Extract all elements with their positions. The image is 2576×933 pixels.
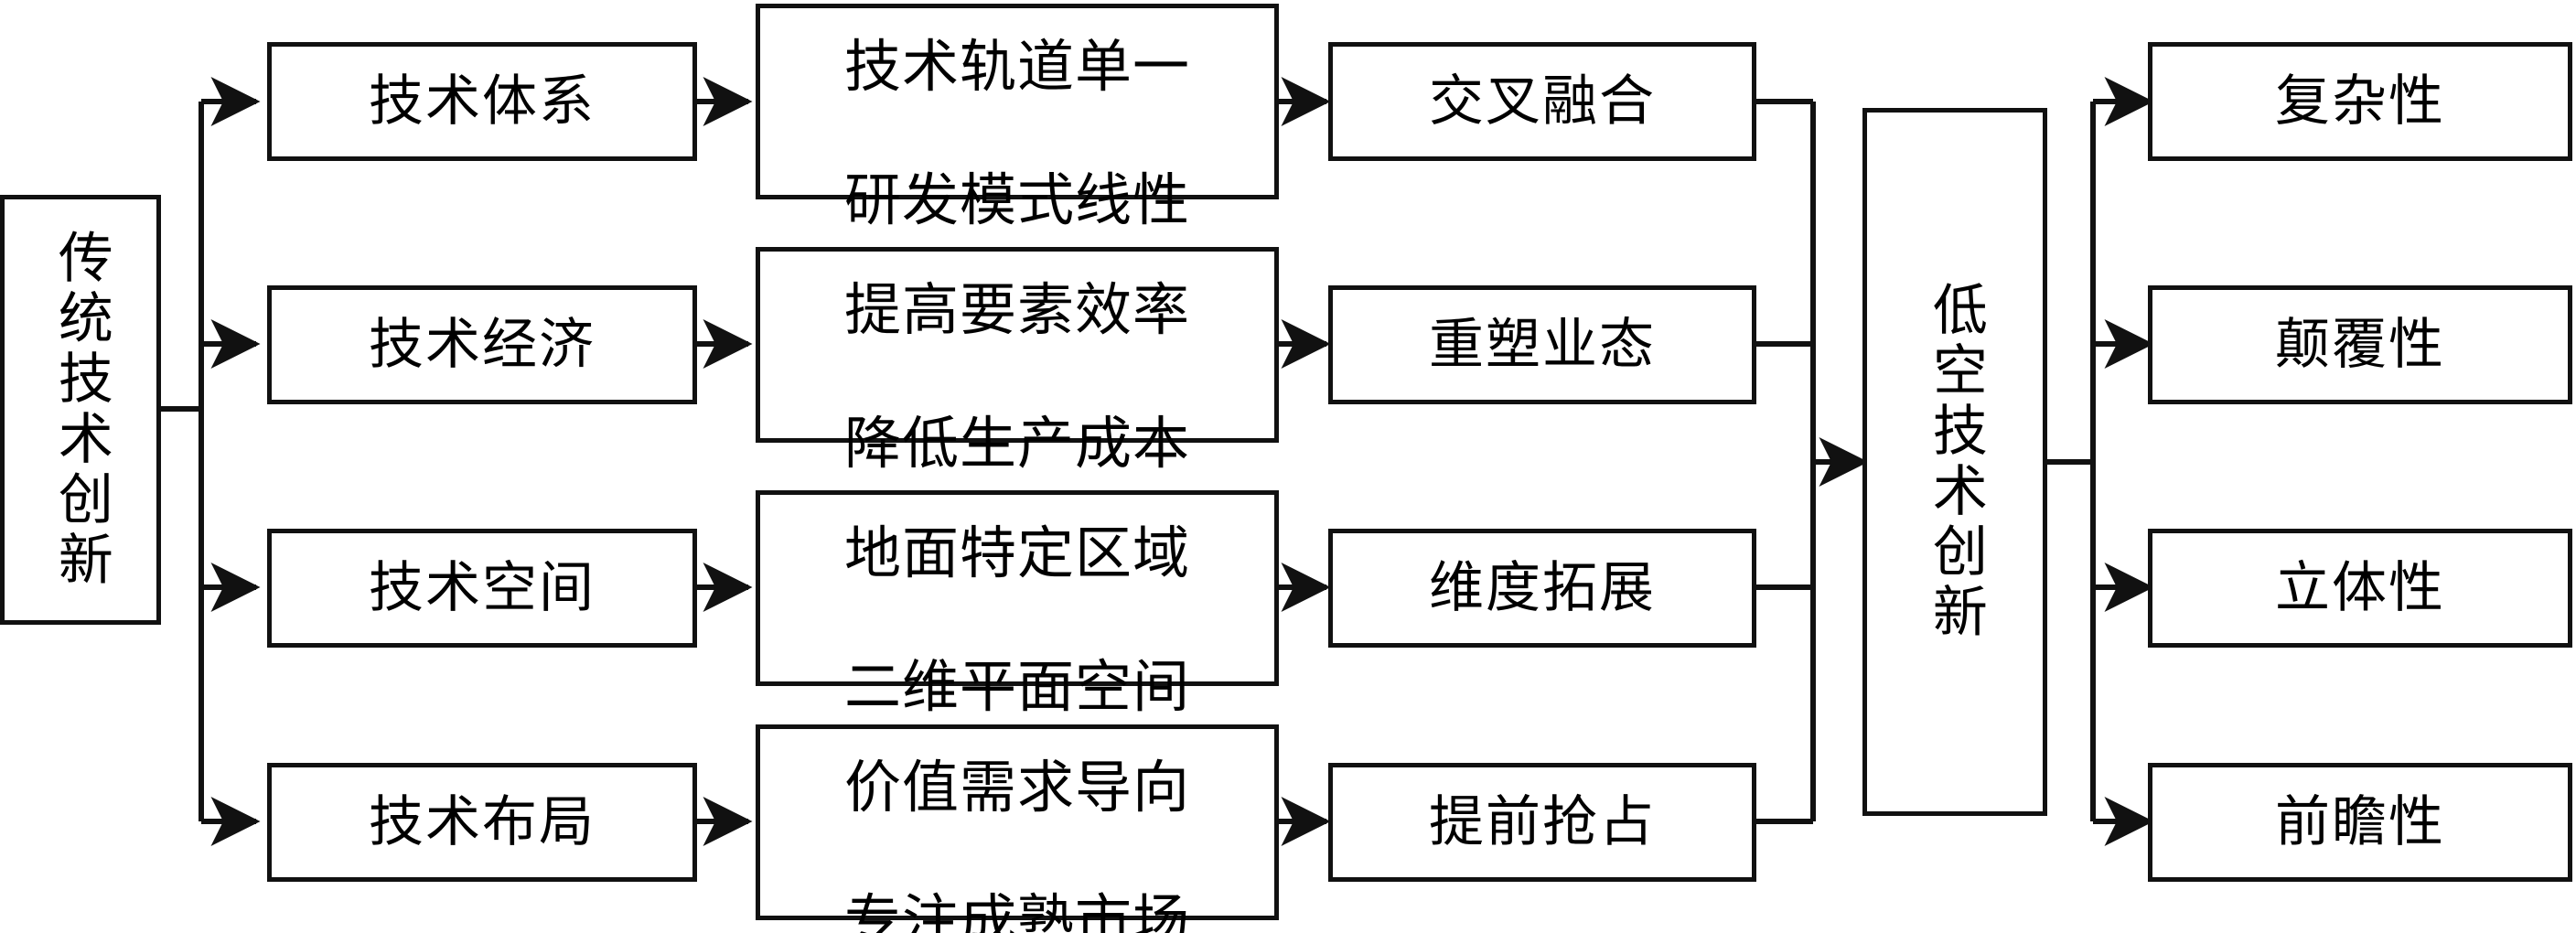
node-attribute-2-label: 颠覆性 [2275,314,2445,375]
node-dimension-4[interactable]: 技术布局 [267,763,697,882]
node-description-1-label: 技术轨道单一 研发模式线性 [844,0,1190,235]
node-description-4-line2: 专注成熟市场 [843,891,1190,933]
node-effect-2[interactable]: 重塑业态 [1328,285,1756,404]
hub-fanout [2047,77,2154,846]
node-effect-4[interactable]: 提前抢占 [1328,763,1756,882]
node-hub[interactable]: 低空技术创新 [1862,108,2047,816]
node-attribute-3-label: 立体性 [2275,557,2445,618]
node-description-3-label: 地面特定区域 二维平面空间 [844,455,1190,723]
node-description-3[interactable]: 地面特定区域 二维平面空间 [756,490,1279,719]
node-dimension-1-label: 技术体系 [369,70,596,132]
node-attribute-3[interactable]: 立体性 [2148,529,2572,648]
node-dimension-3[interactable]: 技术空间 [267,529,697,648]
node-attribute-1-label: 复杂性 [2275,70,2445,132]
effect-merge [1756,99,1869,824]
node-attribute-2[interactable]: 颠覆性 [2148,285,2572,404]
node-dimension-1[interactable]: 技术体系 [267,42,697,161]
node-hub-label: 低空技术创新 [1925,281,1986,643]
node-description-4-line1: 价值需求导向 [843,756,1190,820]
node-dimension-4-label: 技术布局 [369,791,596,853]
node-source-label: 传统技术创新 [50,229,112,591]
node-description-2-line2: 降低生产成本 [843,413,1190,477]
node-description-2-line1: 提高要素效率 [843,279,1190,342]
node-effect-3-label: 维度拓展 [1429,557,1656,618]
node-effect-4-label: 提前抢占 [1429,791,1656,853]
source-fanout [160,77,261,846]
node-effect-2-label: 重塑业态 [1429,314,1656,375]
node-description-2-label: 提高要素效率 降低生产成本 [844,211,1190,479]
node-description-1[interactable]: 技术轨道单一 研发模式线性 [756,4,1279,232]
node-dimension-3-label: 技术空间 [369,557,596,618]
node-effect-1-label: 交叉融合 [1429,70,1656,132]
node-attribute-1[interactable]: 复杂性 [2148,42,2572,161]
node-description-2[interactable]: 提高要素效率 降低生产成本 [756,247,1279,476]
node-description-1-line1: 技术轨道单一 [843,36,1190,99]
dimension-to-description-arrows [697,77,753,846]
node-description-3-line2: 二维平面空间 [843,657,1190,720]
node-description-4-label: 价值需求导向 专注成熟市场 [844,689,1190,933]
description-to-effect-arrows [1278,77,1331,846]
node-source[interactable]: 传统技术创新 [0,195,161,625]
node-effect-1[interactable]: 交叉融合 [1328,42,1756,161]
node-attribute-4-label: 前瞻性 [2275,791,2445,853]
node-dimension-2-label: 技术经济 [369,314,596,375]
node-dimension-2[interactable]: 技术经济 [267,285,697,404]
node-effect-3[interactable]: 维度拓展 [1328,529,1756,648]
node-attribute-4[interactable]: 前瞻性 [2148,763,2572,882]
node-description-4[interactable]: 价值需求导向 专注成熟市场 [756,724,1279,933]
node-description-3-line1: 地面特定区域 [843,522,1190,585]
node-description-1-line2: 研发模式线性 [843,170,1190,233]
